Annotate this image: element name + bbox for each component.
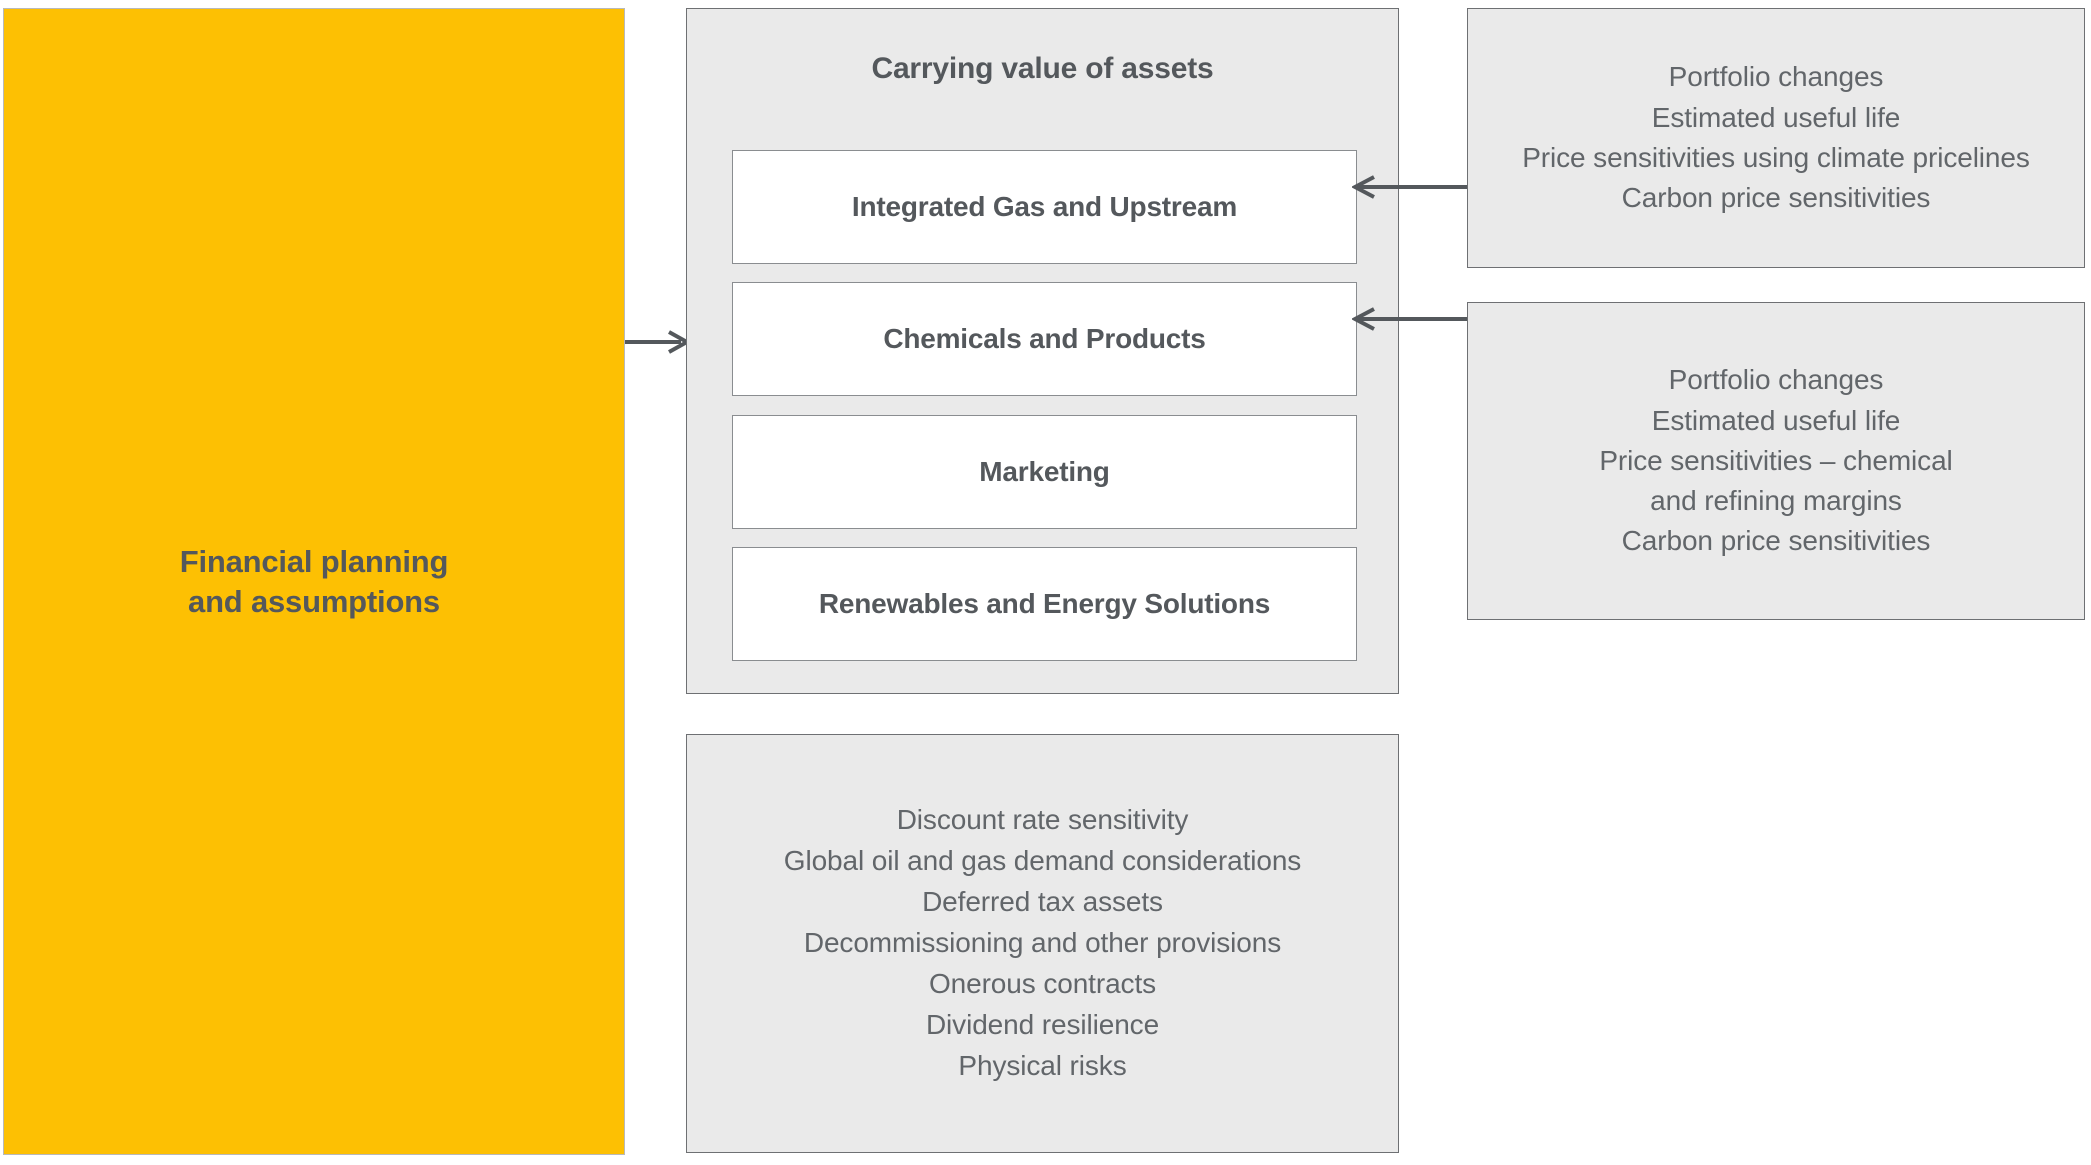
arrow-left-icon [1350,307,1472,331]
consideration-line: Global oil and gas demand considerations [783,845,1302,877]
assumption-line: Portfolio changes [1668,61,1884,93]
consideration-line: Onerous contracts [928,967,1157,999]
financial-planning-block: Financial planning and assumptions [3,8,625,1155]
segment-label: Chemicals and Products [883,323,1206,354]
assumption-line: Price sensitivities using climate pricel… [1522,142,2030,173]
consideration-line: Physical risks [958,1049,1127,1081]
considerations-panel: Discount rate sensitivity Global oil and… [686,734,1399,1153]
segment-label: Marketing [979,456,1110,487]
segment-label: Integrated Gas and Upstream [851,191,1238,222]
arrow-right-icon [625,330,692,354]
assumption-line: Estimated useful life [1651,101,1901,133]
consideration-line: Dividend resilience [925,1008,1160,1040]
consideration-line: Decommissioning and other provisions [803,927,1282,959]
assumption-line: Carbon price sensitivities [1621,525,1931,557]
carrying-value-title: Carrying value of assets [871,52,1214,85]
consideration-line: Discount rate sensitivity [896,804,1189,836]
assumption-line: Price sensitivities – chemical and refin… [1599,444,1953,517]
assumptions-panel-upstream: Portfolio changes Estimated useful life … [1467,8,2085,268]
carrying-value-panel: Carrying value of assets Integrated Gas … [686,8,1399,694]
financial-planning-label: Financial planning and assumptions [179,543,449,619]
segment-box-integrated-gas-and-upstream[interactable]: Integrated Gas and Upstream [732,150,1357,264]
assumption-line: Portfolio changes [1668,364,1884,396]
arrow-left-icon [1350,175,1472,199]
segment-box-renewables-and-energy-solutions[interactable]: Renewables and Energy Solutions [732,547,1357,661]
segment-label: Renewables and Energy Solutions [818,588,1271,619]
consideration-line: Deferred tax assets [922,886,1163,918]
segment-box-marketing[interactable]: Marketing [732,415,1357,529]
segment-box-chemicals-and-products[interactable]: Chemicals and Products [732,282,1357,396]
assumption-line: Carbon price sensitivities [1621,182,1931,214]
assumption-line: Estimated useful life [1651,404,1901,436]
assumptions-panel-chemicals: Portfolio changes Estimated useful life … [1467,302,2085,620]
